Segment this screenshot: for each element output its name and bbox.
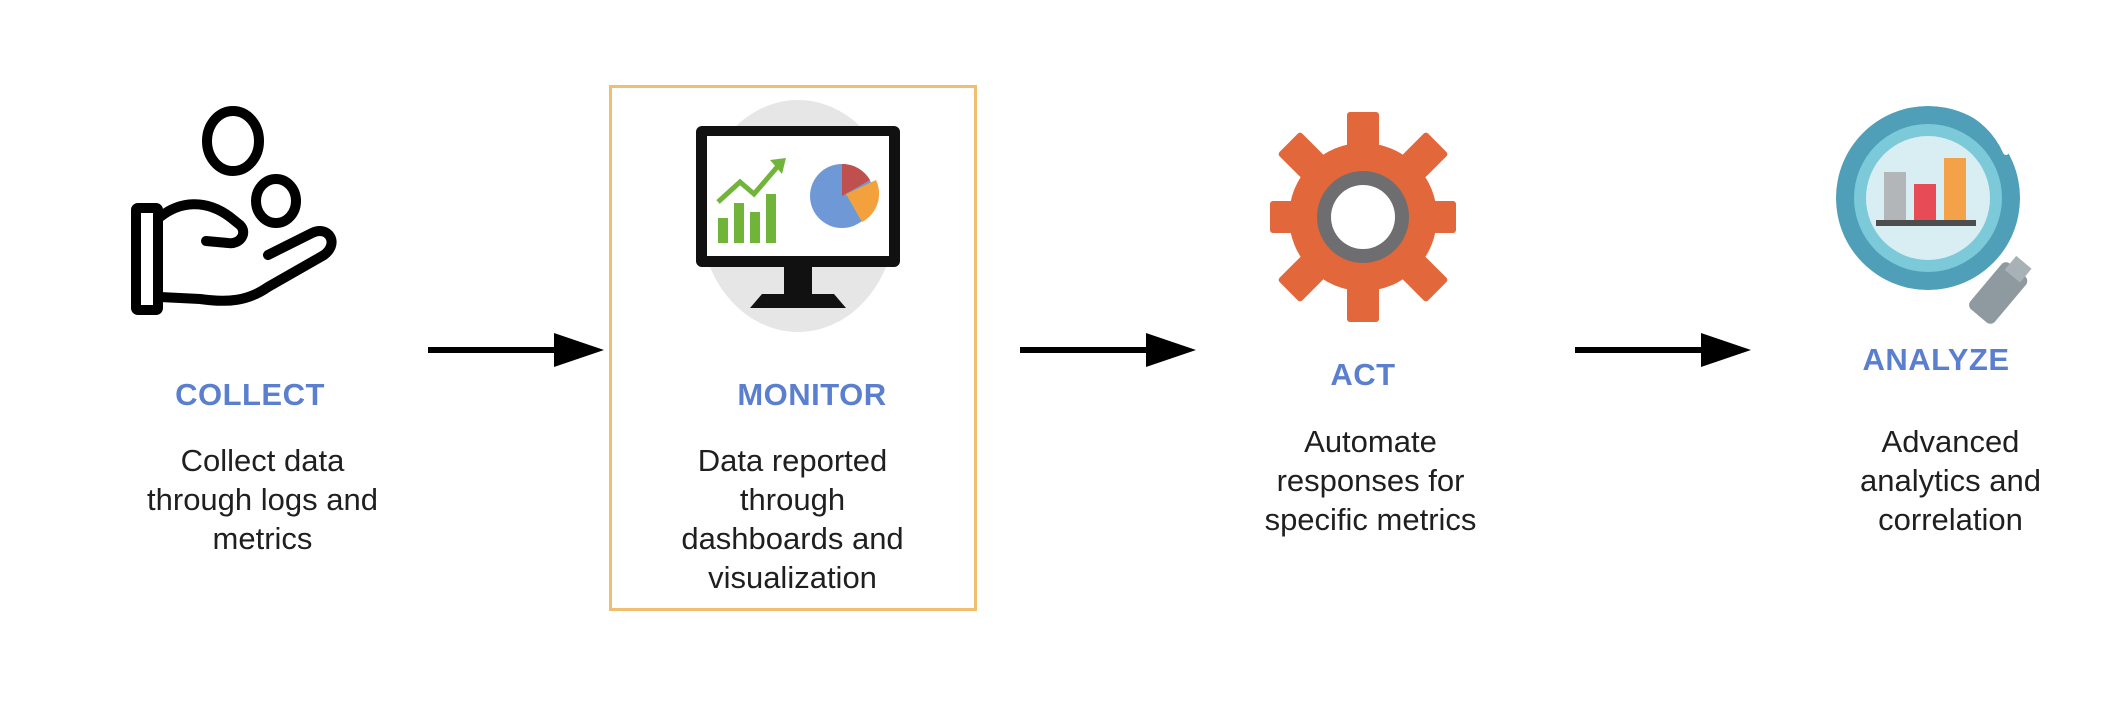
desc-line: dashboards and	[681, 521, 904, 556]
desc-line: visualization	[708, 560, 877, 595]
arrow-right	[1020, 333, 1196, 367]
arrow-right	[428, 333, 604, 367]
desc-line: responses for	[1276, 463, 1465, 498]
desc-line: correlation	[1878, 502, 2023, 537]
desc-line: Data reported	[697, 443, 888, 478]
stage-description: Automate responses for specific metrics	[1218, 422, 1523, 539]
desc-line: analytics and	[1860, 463, 2041, 498]
stage-description: Collect data through logs and metrics	[110, 441, 415, 558]
magnifier-bar-chart-icon	[1836, 106, 2032, 324]
hand-coins-icon	[131, 106, 337, 315]
desc-line: through logs and	[147, 482, 378, 517]
stage-title: MONITOR	[737, 377, 887, 412]
desc-line: Advanced	[1881, 424, 2020, 459]
stage-title: COLLECT	[175, 377, 325, 412]
monitor-highlight-box	[609, 85, 977, 611]
desc-line: Collect data	[180, 443, 345, 478]
stage-title: ANALYZE	[1862, 342, 2010, 377]
gear-icon	[1270, 112, 1456, 322]
desc-line: through	[739, 482, 846, 517]
desc-line: Automate	[1304, 424, 1437, 459]
monitor-dashboard-icon	[696, 100, 900, 332]
stage-title: ACT	[1330, 357, 1396, 392]
arrow-right	[1575, 333, 1751, 367]
stage-description: Data reported through dashboards and vis…	[640, 441, 945, 597]
stage-description: Advanced analytics and correlation	[1798, 422, 2103, 539]
desc-line: specific metrics	[1264, 502, 1477, 537]
desc-line: metrics	[212, 521, 313, 556]
